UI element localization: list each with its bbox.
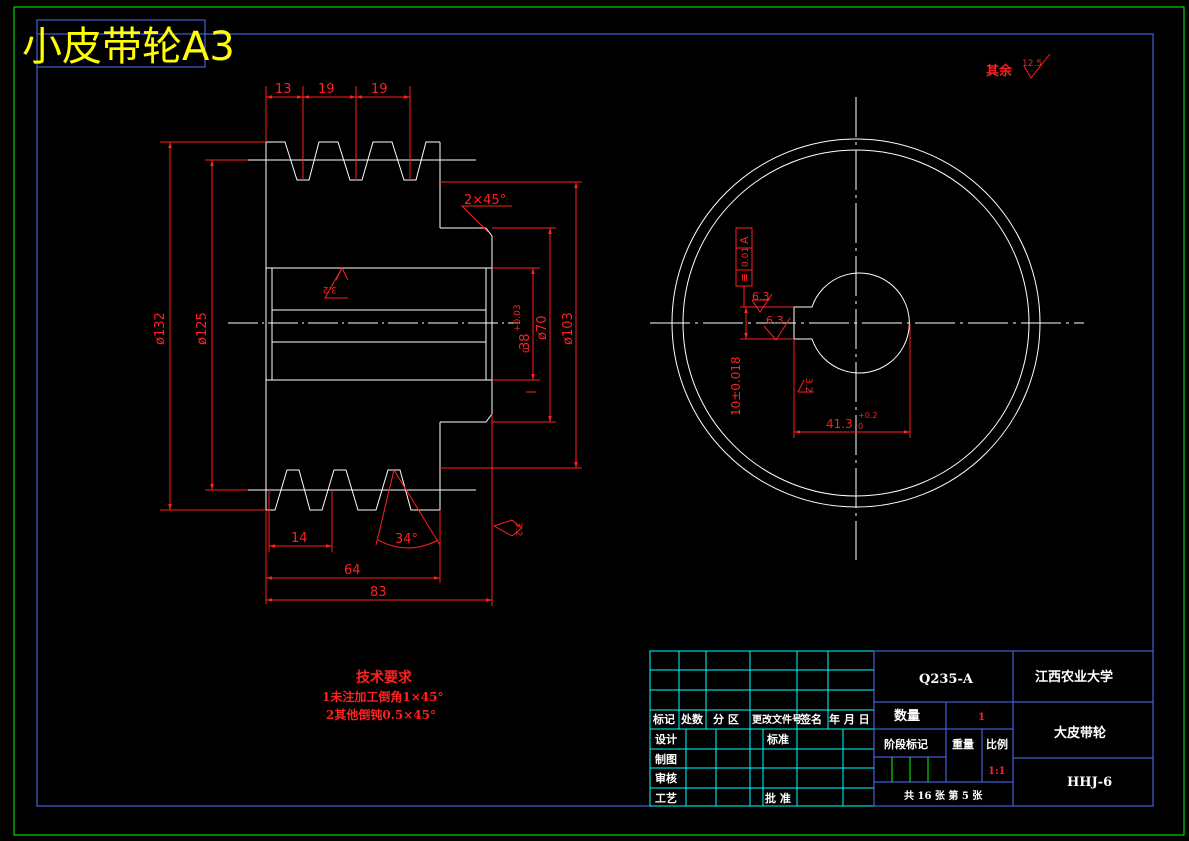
dim-pitch-19a: 19 xyxy=(318,82,335,97)
tb-hdr-count: 处数 xyxy=(680,712,704,726)
rough-key-3: 3.2 xyxy=(803,378,813,392)
tb-material: Q235-A xyxy=(919,672,974,687)
dim-key-tol: +0.2 xyxy=(858,411,877,420)
side-view xyxy=(650,97,1084,560)
drawing-title: 小皮带轮A3 xyxy=(22,24,235,70)
dim-dia-103: ø103 xyxy=(561,312,576,345)
tb-standard: 标准 xyxy=(766,732,789,746)
dim-len-83: 83 xyxy=(370,585,387,600)
inner-border xyxy=(36,33,1154,807)
tb-school: 江西农业大学 xyxy=(1035,669,1113,685)
dim-dia-70: ø70 xyxy=(535,316,550,341)
dim-dia-132: ø132 xyxy=(153,312,168,345)
side-dimension-text: ≡ 0.01 A 6.3 6.3 3.2 10±0.018 41.3 +0.2 … xyxy=(729,236,877,431)
tb-drawing-no: HHJ-6 xyxy=(1067,775,1112,790)
bore-keyway xyxy=(793,272,910,374)
dim-key-depth: 41.3 xyxy=(826,417,853,431)
roughness-note-symbol xyxy=(1023,53,1051,79)
dim-groove-14: 14 xyxy=(291,531,308,546)
rough-bore: 3.2 xyxy=(323,284,337,294)
tol-frame-datum: A xyxy=(738,236,751,244)
tb-hdr-zone: 分 区 xyxy=(713,712,739,726)
tb-hdr-mark: 标记 xyxy=(652,712,675,726)
outer-frame xyxy=(13,6,1185,836)
dim-bore-tol-lower: 0 xyxy=(522,347,532,353)
tb-check: 审核 xyxy=(655,771,677,785)
tb-design: 设计 xyxy=(655,732,677,746)
tol-frame-value: 0.01 xyxy=(741,247,751,267)
tb-hdr-doc: 更改文件号 xyxy=(752,713,802,726)
notes-heading: 技术要求 xyxy=(356,669,413,686)
front-dimensions xyxy=(160,86,582,606)
tb-qty-label: 数量 xyxy=(894,708,920,724)
dim-bore-tol: +0.03 xyxy=(513,304,523,332)
tol-frame-symbol: ≡ xyxy=(738,273,751,282)
dim-pitch-19b: 19 xyxy=(371,82,388,97)
side-dimensions xyxy=(735,227,911,438)
tb-hdr-sign: 签名 xyxy=(799,712,822,726)
tb-sheets: 共 16 张 第 5 张 xyxy=(904,789,983,802)
tb-weight-label: 重量 xyxy=(952,737,974,751)
tb-scale-label: 比例 xyxy=(986,737,1008,751)
bottom-groove-profile xyxy=(266,469,440,511)
rough-key-2: 6.3 xyxy=(766,314,784,327)
tb-stage-label: 阶段标记 xyxy=(884,737,928,751)
rough-key-1: 6.3 xyxy=(752,290,770,303)
tb-approve: 批 准 xyxy=(765,791,791,805)
dim-chamfer: 2×45° xyxy=(464,193,506,208)
dim-bore-38: 38 xyxy=(518,333,533,350)
tb-qty: 1 xyxy=(978,712,985,723)
title-box xyxy=(36,19,206,68)
dim-dia-125: ø125 xyxy=(195,312,210,345)
dim-key-width: 10±0.018 xyxy=(729,356,743,416)
front-view xyxy=(228,141,520,511)
notes-line-1: 1未注加工倒角1×45° xyxy=(322,689,443,704)
tb-scale: 1:1 xyxy=(988,766,1006,777)
notes-line-2: 2其他倒钝0.5×45° xyxy=(326,707,436,722)
front-dimension-text: 13 19 19 ø132 ø125 2×45° 38 +0.03 0 ø70 … xyxy=(153,82,576,600)
tb-draw: 制图 xyxy=(655,752,677,766)
technical-notes: 技术要求 1未注加工倒角1×45° 2其他倒钝0.5×45° xyxy=(322,669,443,722)
tb-hdr-date: 年 月 日 xyxy=(829,712,870,726)
rough-face: 3.2 xyxy=(513,522,523,536)
title-block xyxy=(649,650,1154,807)
tb-process: 工艺 xyxy=(655,791,677,805)
dim-len-64: 64 xyxy=(344,563,361,578)
tb-part-name: 大皮带轮 xyxy=(1054,725,1106,741)
dim-key-tol-lower: 0 xyxy=(858,422,863,431)
title-block-text: 标记 处数 分 区 更改文件号 签名 年 月 日 设计 制图 审核 工艺 标准 … xyxy=(652,669,1113,805)
top-groove-profile xyxy=(266,141,440,181)
roughness-note-value: 12.5 xyxy=(1022,59,1042,69)
dim-groove-angle: 34° xyxy=(395,532,418,547)
dim-pitch-13: 13 xyxy=(275,82,292,97)
roughness-note-prefix: 其余 xyxy=(986,63,1013,79)
